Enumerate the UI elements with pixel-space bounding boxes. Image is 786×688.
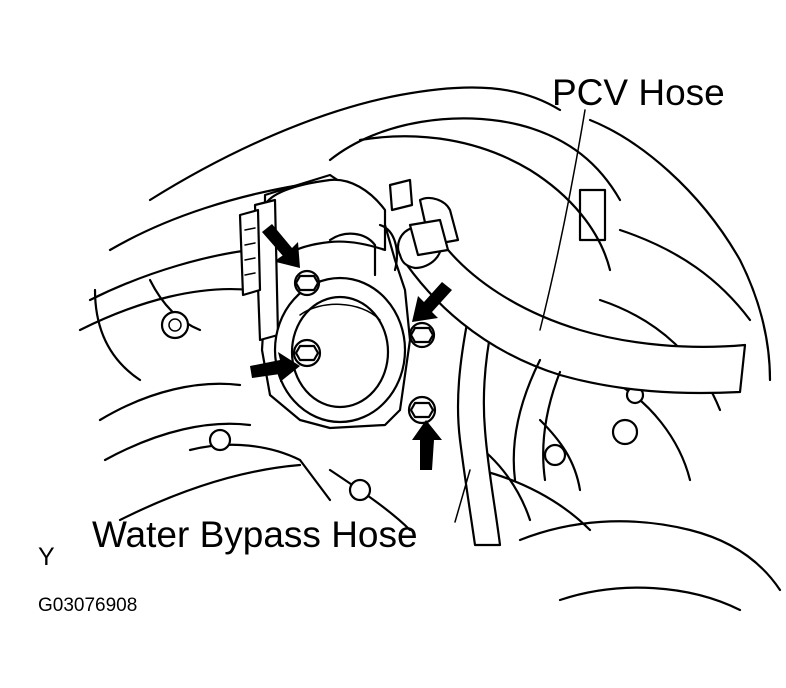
top-fitting bbox=[388, 178, 460, 257]
bolt-icon bbox=[407, 395, 437, 425]
arrow-icon bbox=[412, 282, 452, 322]
indicator-arrows bbox=[250, 224, 452, 470]
bolt-icon bbox=[293, 269, 321, 297]
arrow-icon bbox=[262, 224, 300, 268]
water-bypass-hose bbox=[456, 312, 502, 547]
leader-lines bbox=[454, 109, 586, 523]
marker-label: Y bbox=[38, 543, 55, 571]
throttle-body bbox=[238, 173, 412, 430]
water-hose-leader bbox=[454, 469, 471, 523]
arrow-icon bbox=[250, 352, 300, 382]
figure-code: G03076908 bbox=[38, 595, 138, 616]
water-bypass-hose-label: Water Bypass Hose bbox=[92, 514, 418, 555]
pcv-hose-label: PCV Hose bbox=[552, 72, 725, 113]
arrow-icon bbox=[412, 420, 442, 470]
bolt-icon bbox=[292, 338, 322, 368]
bolt-icon bbox=[408, 321, 436, 349]
pcv-hose-leader bbox=[539, 109, 586, 331]
mounting-bolts bbox=[292, 269, 437, 425]
engine-background-lines bbox=[78, 86, 782, 612]
